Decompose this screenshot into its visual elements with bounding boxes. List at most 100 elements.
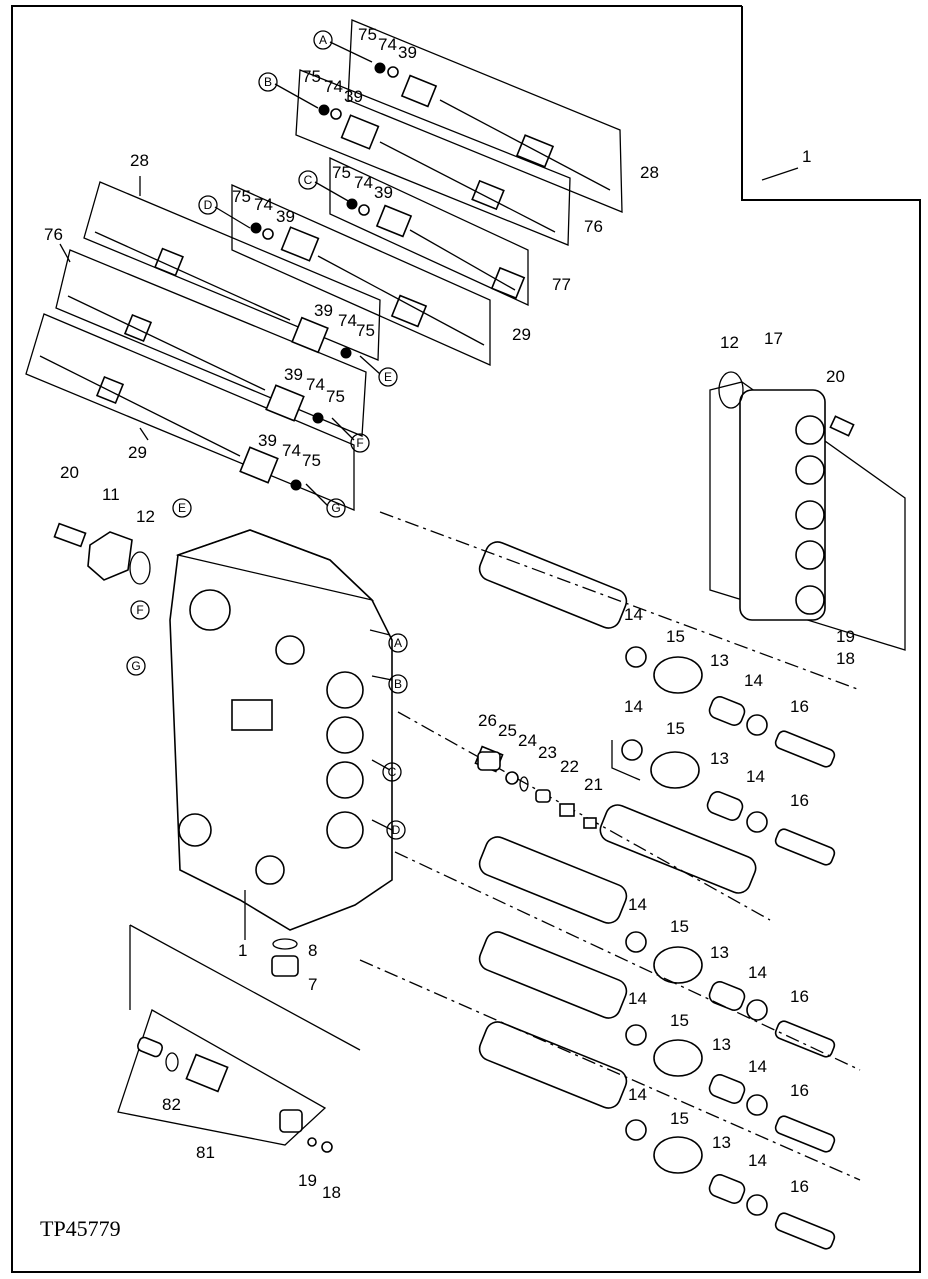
svg-text:D: D	[392, 823, 401, 837]
svg-text:75: 75	[232, 187, 251, 206]
kit-bracket-C	[329, 156, 529, 307]
svg-text:75: 75	[358, 25, 377, 44]
svg-text:75: 75	[356, 321, 375, 340]
svg-text:E: E	[178, 501, 186, 515]
svg-text:D: D	[204, 198, 213, 212]
svg-text:74: 74	[324, 77, 343, 96]
svg-text:14: 14	[624, 605, 643, 624]
svg-text:14: 14	[748, 963, 767, 982]
svg-text:15: 15	[670, 1011, 689, 1030]
svg-text:39: 39	[344, 87, 363, 106]
kit-bracket-81	[117, 924, 361, 1153]
svg-text:A: A	[319, 33, 327, 47]
svg-text:39: 39	[276, 207, 295, 226]
svg-text:21: 21	[584, 775, 603, 794]
svg-text:E: E	[384, 370, 392, 384]
svg-text:1: 1	[238, 941, 247, 960]
spool-row-2	[611, 739, 836, 866]
svg-text:18: 18	[836, 649, 855, 668]
bottom-plug	[271, 938, 299, 977]
svg-text:39: 39	[398, 43, 417, 62]
callout-F-kit: F	[350, 433, 370, 453]
svg-text:15: 15	[670, 1109, 689, 1128]
svg-text:74: 74	[338, 311, 357, 330]
spool-row-3	[394, 836, 861, 1071]
svg-text:13: 13	[712, 1133, 731, 1152]
spool-row-4	[478, 931, 836, 1153]
callout-G-body: G	[126, 656, 146, 676]
svg-text:39: 39	[374, 183, 393, 202]
callout-C-body: C	[382, 762, 402, 782]
svg-text:74: 74	[306, 375, 325, 394]
callout-B-body: B	[388, 674, 408, 694]
svg-text:8: 8	[308, 941, 317, 960]
svg-text:29: 29	[128, 443, 147, 462]
callout-B: B	[258, 72, 278, 92]
svg-text:20: 20	[826, 367, 845, 386]
svg-text:39: 39	[258, 431, 277, 450]
svg-text:13: 13	[710, 943, 729, 962]
svg-text:19: 19	[836, 627, 855, 646]
spool-row-1	[379, 511, 861, 768]
callout-D: D	[198, 195, 218, 215]
callout-G-kit: G	[326, 498, 346, 518]
svg-text:14: 14	[628, 989, 647, 1008]
svg-text:17: 17	[764, 329, 783, 348]
callout-D-body: D	[386, 820, 406, 840]
svg-text:C: C	[388, 765, 397, 779]
svg-text:13: 13	[710, 749, 729, 768]
svg-text:14: 14	[744, 671, 763, 690]
svg-text:14: 14	[628, 895, 647, 914]
kit-bracket-D	[231, 183, 491, 367]
svg-text:16: 16	[790, 1081, 809, 1100]
svg-text:B: B	[394, 677, 402, 691]
svg-text:75: 75	[302, 451, 321, 470]
svg-text:75: 75	[302, 67, 321, 86]
valve-body	[169, 529, 393, 931]
svg-text:74: 74	[378, 35, 397, 54]
svg-text:28: 28	[640, 163, 659, 182]
cover-parts-left	[53, 522, 151, 585]
spool-row-5	[359, 959, 861, 1250]
svg-text:16: 16	[790, 1177, 809, 1196]
right-cover-block	[709, 371, 906, 651]
svg-text:39: 39	[284, 365, 303, 384]
svg-text:16: 16	[790, 987, 809, 1006]
part-numbers: 75 74 39 75 74 39 75 74 39 75 74 39 39 7…	[44, 25, 855, 1202]
svg-text:12: 12	[136, 507, 155, 526]
svg-text:15: 15	[666, 627, 685, 646]
svg-text:23: 23	[538, 743, 557, 762]
svg-text:14: 14	[624, 697, 643, 716]
callout-A: A	[313, 30, 333, 50]
svg-text:14: 14	[746, 767, 765, 786]
page-frame	[11, 5, 921, 1273]
svg-text:76: 76	[44, 225, 63, 244]
svg-text:15: 15	[666, 719, 685, 738]
svg-text:13: 13	[710, 651, 729, 670]
svg-text:1: 1	[802, 147, 811, 166]
kit-bracket-29-left	[25, 313, 355, 511]
figure-code: TP45779	[40, 1216, 121, 1241]
svg-text:G: G	[131, 659, 140, 673]
callout-A-body: A	[388, 633, 408, 653]
svg-text:11: 11	[102, 485, 120, 504]
svg-text:28: 28	[130, 151, 149, 170]
svg-text:16: 16	[790, 697, 809, 716]
svg-text:A: A	[394, 636, 402, 650]
svg-text:14: 14	[628, 1085, 647, 1104]
svg-text:18: 18	[322, 1183, 341, 1202]
svg-text:82: 82	[162, 1095, 181, 1114]
svg-text:25: 25	[498, 721, 517, 740]
svg-text:29: 29	[512, 325, 531, 344]
svg-text:81: 81	[196, 1143, 215, 1162]
svg-text:24: 24	[518, 731, 537, 750]
svg-text:12: 12	[720, 333, 739, 352]
svg-text:13: 13	[712, 1035, 731, 1054]
relief-parts-21-26	[477, 751, 597, 829]
svg-text:77: 77	[552, 275, 571, 294]
svg-text:75: 75	[326, 387, 345, 406]
svg-text:74: 74	[282, 441, 301, 460]
svg-text:74: 74	[354, 173, 373, 192]
kit-bracket-76-left	[55, 249, 367, 437]
svg-text:22: 22	[560, 757, 579, 776]
